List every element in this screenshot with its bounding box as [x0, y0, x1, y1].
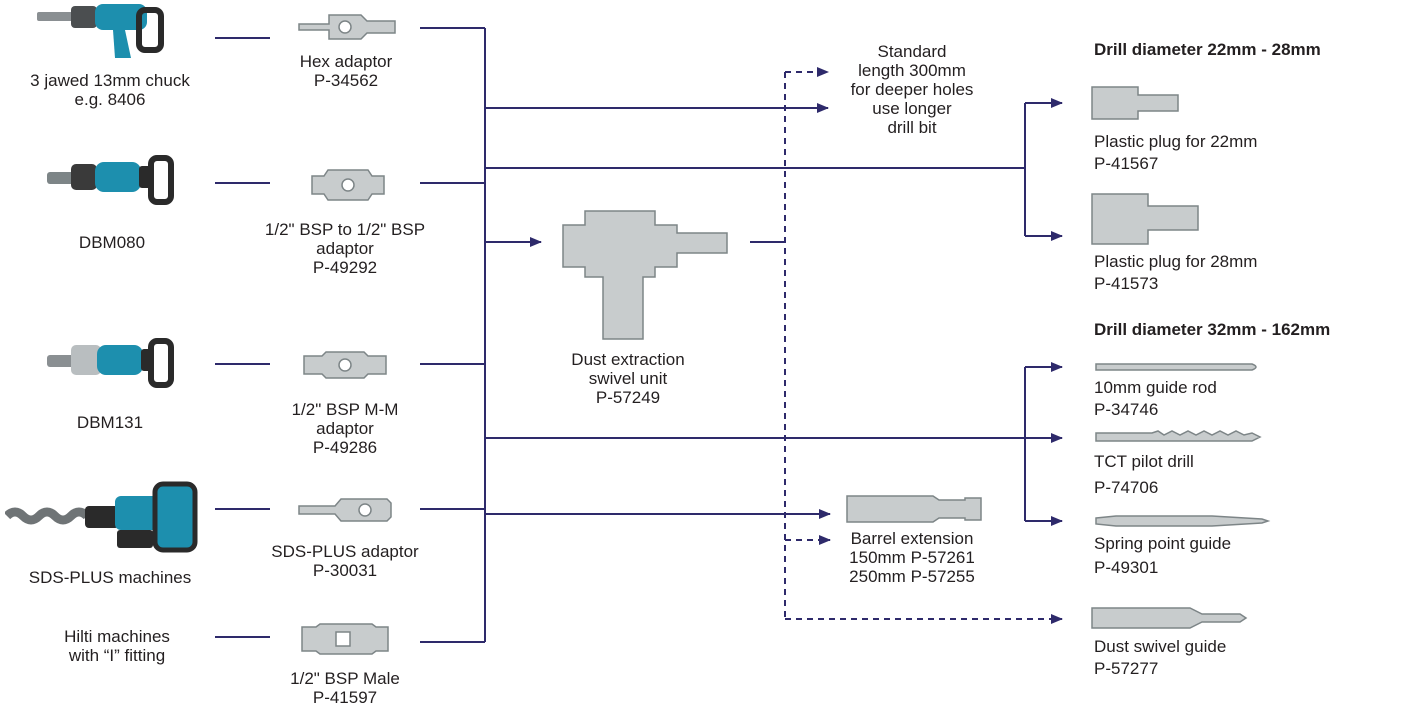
adaptor-male-line1: 1/2" BSP Male [290, 669, 400, 688]
standard-note-line5: drill bit [887, 118, 937, 137]
adaptor-label-male: 1/2" BSP Male P-41597 [290, 669, 400, 707]
machine-chuck-line2: e.g. 8406 [74, 90, 146, 109]
machine-label-sds: SDS-PLUS machines [29, 568, 192, 587]
adaptor-mm-line2: adaptor [316, 419, 374, 438]
adaptor-label-sdsplus: SDS-PLUS adaptor P-30031 [271, 542, 418, 580]
heading-32-162: Drill diameter 32mm - 162mm [1094, 320, 1331, 339]
spring-point-guide-image [1095, 515, 1271, 527]
tct-pilot-drill-label: TCT pilot drill P-74706 [1094, 452, 1194, 497]
barrel-line3: 250mm P-57255 [849, 567, 975, 586]
plug-28-label: Plastic plug for 28mm P-41573 [1094, 252, 1257, 293]
spring-line1: Spring point guide [1094, 534, 1232, 553]
machine-sds-line1: SDS-PLUS machines [28, 568, 192, 587]
machine-label-chuck: 3 jawed 13mm chuck e.g. 8406 [30, 71, 190, 109]
spring-line2: P-49301 [1094, 558, 1159, 577]
dust-swivel-guide-image [1091, 607, 1248, 629]
swivel-line1: Dust extraction [571, 350, 685, 369]
dust-guide-line2: P-57277 [1094, 659, 1159, 678]
guide-rod-line1: 10mm guide rod [1094, 378, 1217, 397]
adaptor-bsp-line3: P-49292 [312, 258, 378, 277]
adaptor-label-bsp: 1/2" BSP to 1/2" BSP adaptor P-49292 [265, 220, 425, 277]
machine-dbm131-line1: DBM131 [76, 413, 144, 432]
barrel-extension-image [846, 495, 982, 523]
standard-note-line2: length 300mm [858, 61, 966, 80]
adaptor-label-mm: 1/2" BSP M-M adaptor P-49286 [292, 400, 399, 457]
plastic-plug-28-image [1091, 193, 1199, 245]
tct-pilot-drill-image [1095, 430, 1262, 442]
barrel-extension-label: Barrel extension 150mm P-57261 250mm P-5… [849, 529, 975, 586]
heading-22-28: Drill diameter 22mm - 28mm [1094, 40, 1321, 59]
plug-28-line2: P-41573 [1094, 274, 1159, 293]
plug-22-label: Plastic plug for 22mm P-41567 [1094, 132, 1257, 173]
dbm080-image [47, 155, 174, 205]
sds-plus-machine-image [5, 481, 198, 553]
standard-note-line1: Standard [877, 42, 947, 61]
dbm131-image [47, 338, 174, 388]
machine-hilti-line2: with “I” fitting [68, 646, 166, 665]
machine-hilti-line1: Hilti machines [64, 627, 170, 646]
adaptor-sdsplus-line2: P-30031 [312, 561, 378, 580]
adaptor-label-hex: Hex adaptor P-34562 [300, 52, 393, 90]
plug-28-line1: Plastic plug for 28mm [1094, 252, 1258, 271]
adaptor-hex-line2: P-34562 [313, 71, 379, 90]
adaptor-bsp-line1: 1/2" BSP to 1/2" BSP [264, 220, 426, 239]
bsp-to-bsp-adaptor-image [311, 169, 385, 201]
barrel-line1: Barrel extension [850, 529, 974, 548]
sds-plus-adaptor-image [298, 498, 392, 522]
drill-chuck-8406-image [37, 4, 164, 58]
machine-label-hilti: Hilti machines with “I” fitting [64, 627, 170, 665]
spring-point-guide-label: Spring point guide P-49301 [1094, 534, 1231, 577]
standard-note-line4: use longer [872, 99, 952, 118]
tct-line2: P-74706 [1094, 478, 1159, 497]
adaptor-mm-line3: P-49286 [312, 438, 378, 457]
guide-rod-label: 10mm guide rod P-34746 [1094, 378, 1217, 419]
bsp-m-m-adaptor-image [303, 351, 387, 379]
adaptor-mm-line1: 1/2" BSP M-M [291, 400, 399, 419]
dust-swivel-guide-label: Dust swivel guide P-57277 [1094, 637, 1226, 678]
standard-length-note: Standard length 300mm for deeper holes u… [851, 42, 974, 137]
adaptor-bsp-line2: adaptor [316, 239, 374, 258]
dust-extraction-swivel-image [562, 210, 728, 340]
swivel-label: Dust extraction swivel unit P-57249 [571, 350, 684, 407]
hex-adaptor-image [298, 14, 396, 40]
plug-22-line1: Plastic plug for 22mm [1094, 132, 1258, 151]
barrel-line2: 150mm P-57261 [849, 548, 975, 567]
machine-label-dbm131: DBM131 [77, 413, 143, 432]
machine-dbm080-line1: DBM080 [78, 233, 146, 252]
standard-note-line3: for deeper holes [850, 80, 974, 99]
adaptor-sdsplus-line1: SDS-PLUS adaptor [271, 542, 419, 561]
adaptor-hex-line1: Hex adaptor [299, 52, 393, 71]
machine-label-dbm080: DBM080 [79, 233, 145, 252]
plastic-plug-22-image [1091, 86, 1179, 120]
bsp-male-adaptor-image [301, 623, 389, 655]
swivel-line3: P-57249 [595, 388, 661, 407]
plug-22-line2: P-41567 [1094, 154, 1159, 173]
guide-rod-image [1095, 363, 1257, 371]
tct-line1: TCT pilot drill [1094, 452, 1194, 471]
dust-guide-line1: Dust swivel guide [1094, 637, 1227, 656]
guide-rod-line2: P-34746 [1094, 400, 1159, 419]
adaptor-male-line2: P-41597 [312, 688, 378, 707]
machine-chuck-line1: 3 jawed 13mm chuck [30, 71, 190, 90]
swivel-line2: swivel unit [588, 369, 668, 388]
